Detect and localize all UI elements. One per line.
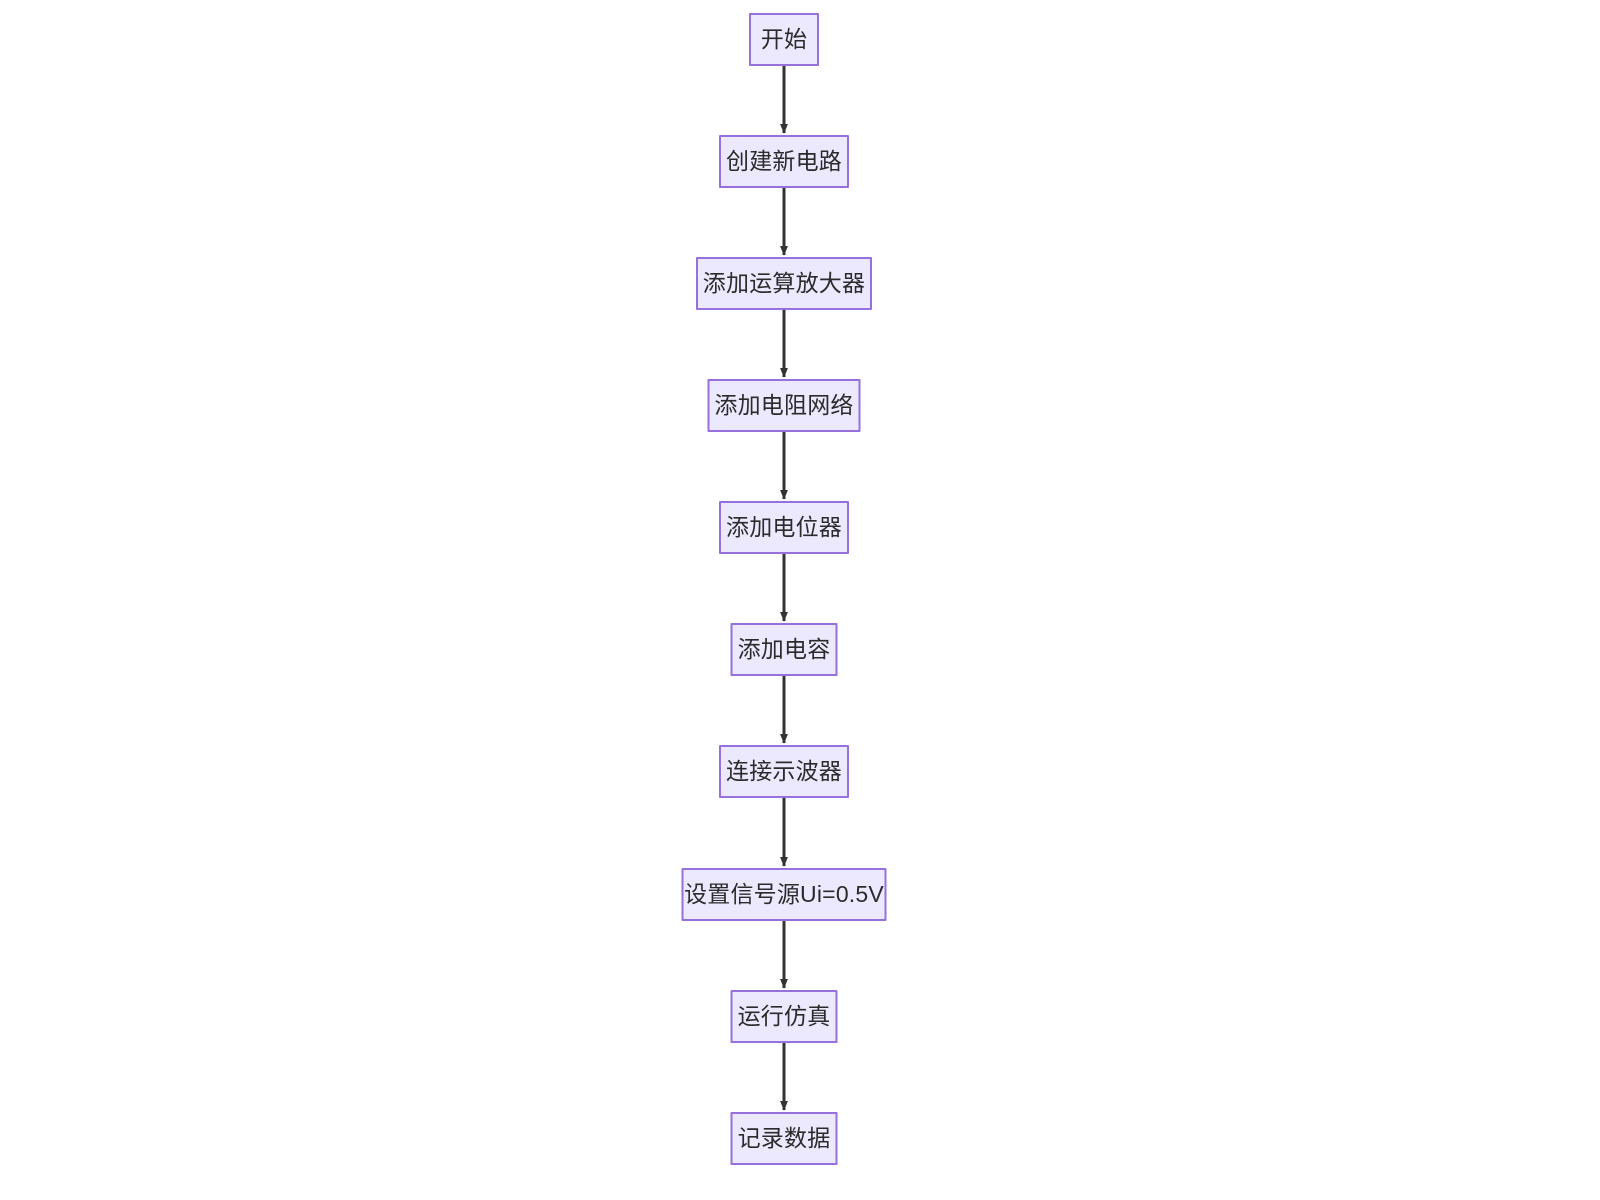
flow-node-label: 运行仿真 — [737, 1002, 831, 1029]
flow-node-n4[interactable]: 添加电阻网络 — [707, 378, 861, 432]
flow-node-n2[interactable]: 创建新电路 — [719, 134, 849, 188]
flow-node-n8[interactable]: 设置信号源Ui=0.5V — [681, 867, 887, 921]
flow-node-label: 记录数据 — [737, 1124, 831, 1151]
flow-node-label: 设置信号源Ui=0.5V — [684, 880, 884, 907]
flow-node-n10[interactable]: 记录数据 — [730, 1111, 838, 1165]
flow-node-n5[interactable]: 添加电位器 — [719, 500, 849, 554]
flow-node-n7[interactable]: 连接示波器 — [719, 744, 849, 798]
flow-node-label: 添加电位器 — [726, 513, 842, 540]
flow-node-label: 创建新电路 — [726, 147, 842, 174]
flow-node-n1[interactable]: 开始 — [749, 12, 819, 66]
flow-node-label: 开始 — [760, 25, 808, 52]
flow-node-label: 添加运算放大器 — [702, 269, 866, 296]
flow-node-n6[interactable]: 添加电容 — [730, 622, 838, 676]
flow-node-label: 连接示波器 — [726, 757, 842, 784]
flow-node-label: 添加电阻网络 — [714, 391, 854, 418]
flow-node-n9[interactable]: 运行仿真 — [730, 989, 838, 1043]
flow-node-label: 添加电容 — [737, 635, 831, 662]
flow-node-n3[interactable]: 添加运算放大器 — [696, 256, 872, 310]
